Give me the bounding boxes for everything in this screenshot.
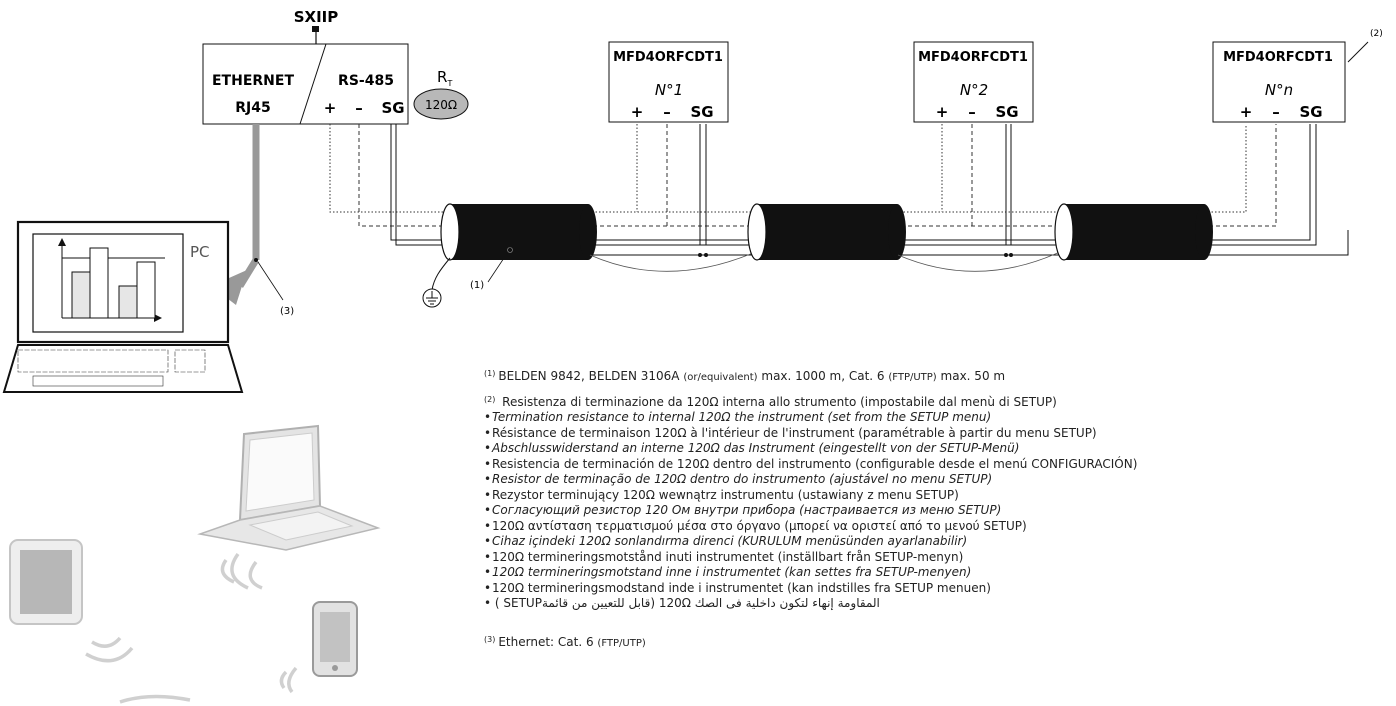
note-3-a: Ethernet: Cat. 6 xyxy=(498,634,598,649)
gateway-term-sg: SG xyxy=(381,99,404,117)
note-2-line: Résistance de terminaison 120Ω à l'intér… xyxy=(484,426,1384,442)
ref-2-label: (2) xyxy=(1370,29,1383,39)
note-2-line: Termination resistance to internal 120Ω … xyxy=(484,410,1384,426)
wifi-signal-icon xyxy=(85,552,298,704)
notes-panel: (1)BELDEN 9842, BELDEN 3106A (or/equival… xyxy=(484,366,1384,651)
device-n-term-sg: SG xyxy=(1299,103,1322,121)
ref-3-label: (3) xyxy=(280,306,294,317)
device-2-term-plus: + xyxy=(936,103,949,121)
pc-icon: PC xyxy=(2,220,244,393)
gateway-ethernet-label: ETHERNET xyxy=(212,73,294,89)
note-1-a: BELDEN 9842, BELDEN 3106A xyxy=(498,369,684,383)
gateway-rs485-label: RS-485 xyxy=(338,73,394,89)
ref-1-label: (1) xyxy=(470,280,484,291)
gateway-term-minus: – xyxy=(355,99,363,117)
device-n-term-plus: + xyxy=(1240,103,1253,121)
gateway-rj45-label: RJ45 xyxy=(235,100,270,116)
device-n: MFD4ORFCDT1 N°n + – SG (2) xyxy=(1212,29,1383,123)
note-1-sup: (1) xyxy=(484,369,496,378)
note-1-e: max. 50 m xyxy=(936,369,1006,383)
device-2-number: N°2 xyxy=(960,81,988,99)
device-1-term-sg: SG xyxy=(690,103,713,121)
device-n-term-minus: – xyxy=(1272,103,1280,121)
note-1: (1)BELDEN 9842, BELDEN 3106A (or/equival… xyxy=(484,366,1384,386)
rt-label: RT xyxy=(437,68,452,88)
smartphone-icon xyxy=(312,601,358,677)
device-2-model: MFD4ORFCDT1 xyxy=(918,50,1028,65)
note-3: (3)Ethernet: Cat. 6 (FTP/UTP) xyxy=(484,632,1384,652)
note-2-line: 120Ω termineringsmotstånd inuti instrume… xyxy=(484,550,1384,566)
device-n-number: N°n xyxy=(1265,81,1293,99)
note-1-b: (or/equivalent) xyxy=(683,372,758,383)
device-1-term-plus: + xyxy=(631,103,644,121)
note-2-line: Rezystor terminujący 120Ω wewnątrz instr… xyxy=(484,488,1384,504)
note-2-line: Resistencia de terminación de 120Ω dentr… xyxy=(484,457,1384,473)
note-2-line: 120Ω termineringsmodstand inde i instrum… xyxy=(484,581,1384,597)
note-2-line: Cihaz içindeki 120Ω sonlandırma direnci … xyxy=(484,534,1384,550)
note-2-arabic-text: المقاومة إنهاء لتكون داخلية فى الصك 120Ω… xyxy=(494,596,880,610)
note-3-b: (FTP/UTP) xyxy=(597,637,646,649)
note-2-line: Resistor de terminação de 120Ω dentro do… xyxy=(484,472,1384,488)
note-2-line-arabic: • المقاومة إنهاء لتكون داخلية فى الصك 12… xyxy=(484,596,880,610)
device-n-model: MFD4ORFCDT1 xyxy=(1223,50,1333,65)
device-1-term-minus: – xyxy=(663,103,671,121)
device-2-term-sg: SG xyxy=(995,103,1018,121)
device-2: MFD4ORFCDT1 N°2 + – SG xyxy=(913,41,1034,123)
gateway-name: SXIIP xyxy=(294,8,339,26)
note-1-d: (FTP/UTP) xyxy=(888,372,937,383)
note-2-line: Согласующий резистор 120 Ом внутри прибо… xyxy=(484,503,1384,519)
note-2-line: Abschlusswiderstand an interne 120Ω das … xyxy=(484,441,1384,457)
gateway-box xyxy=(202,43,409,125)
gateway-term-plus: + xyxy=(324,99,337,117)
device-2-term-minus: – xyxy=(968,103,976,121)
note-2-line: 120Ω termineringsmotstand inne i instrum… xyxy=(484,565,1384,581)
note-2: (2) Resistenza di terminazione da 120Ω i… xyxy=(484,392,1384,612)
cable-segment-1 xyxy=(440,203,597,261)
note-2-sup: (2) xyxy=(484,394,496,404)
laptop-icon xyxy=(197,424,381,551)
terminator-resistor xyxy=(413,88,469,120)
note-2-head: Resistenza di terminazione da 120Ω inter… xyxy=(502,394,1057,409)
pc-label: PC xyxy=(190,243,210,261)
tablet-icon xyxy=(9,539,83,625)
device-1-model: MFD4ORFCDT1 xyxy=(613,50,723,65)
note-1-c: max. 1000 m, Cat. 6 xyxy=(757,369,889,383)
device-1: MFD4ORFCDT1 N°1 + – SG xyxy=(608,41,729,123)
cable-segment-3 xyxy=(1054,203,1213,261)
cable-segment-2 xyxy=(747,203,906,261)
device-1-number: N°1 xyxy=(655,81,683,99)
note-2-line: 120Ω αντίσταση τερματισμού μέσα στο όργα… xyxy=(484,519,1384,535)
rt-value: 120Ω xyxy=(425,98,457,112)
note-3-sup: (3) xyxy=(484,634,496,644)
